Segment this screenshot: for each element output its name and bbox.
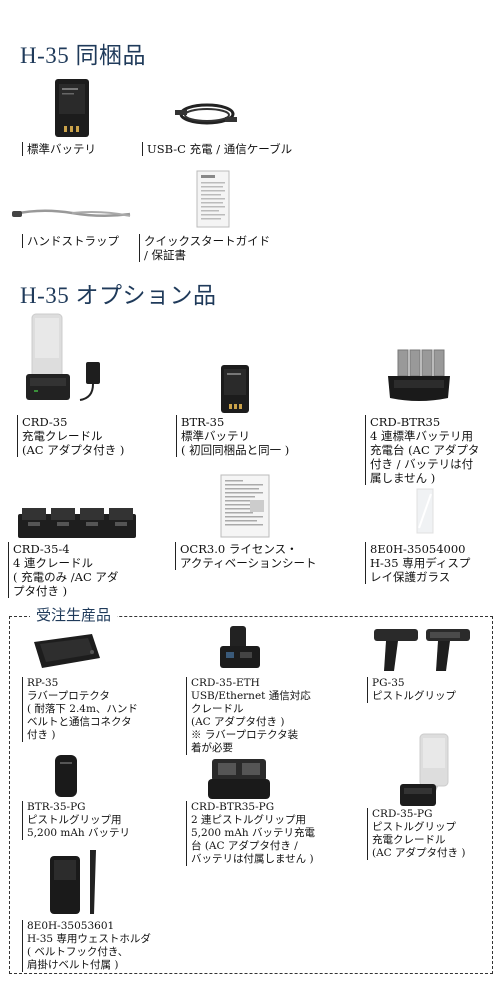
battery-image [54,78,90,138]
option-ocr-label: OCR3.0 ライセンス・ アクティベーションシート [175,542,317,570]
section-title-options: H-35 オプション品 [20,283,217,308]
bundled-strap-label: ハンドストラップ [22,234,119,248]
option-crd-35-4-label: CRD-35-4 4 連クレードル ( 充電のみ /AC アダ プタ付き ) [8,542,118,598]
mto-pg-35-label: PG-35 ピストルグリップ [367,677,456,703]
option-btr-35-label: BTR-35 標準バッテリ ( 初回同梱品と同一 ) [176,415,289,457]
bundled-guide-label: クイックスタートガイド / 保証書 [139,234,270,262]
mto-crd-35-pg-label: CRD-35-PG ピストルグリップ 充電クレードル (AC アダプタ付き ) [367,808,466,860]
quick-start-guide-image [196,170,230,228]
section-title-bundled: H-35 同梱品 [20,43,147,68]
option-crd-35-label: CRD-35 充電クレードル (AC アダプタ付き ) [17,415,124,457]
waist-holder-image [46,848,102,918]
mto-rp-35-label: RP-35 ラバープロテクタ ( 耐落下 2.4m、ハンド ベルトと通信コネクタ… [22,677,138,742]
usb-cable-image [175,96,237,132]
pg-35-image [372,627,472,675]
mto-crd-35-eth-label: CRD-35-ETH USB/Ethernet 通信対応 クレードル (AC ア… [186,677,311,755]
rp-35-image [30,632,102,672]
crd-35-image [24,312,114,406]
crd-btr35-image [386,346,452,406]
mto-waist-holder-label: 8E0H-35053601 H-35 専用ウェストホルダ ( ベルトフック付き、… [22,920,151,972]
option-glass-label: 8E0H-35054000 H-35 専用ディスプ レイ保護ガラス [365,542,470,584]
mto-crd-btr35-pg-label: CRD-BTR35-PG 2 連ピストルグリップ用 5,200 mAh バッテリ… [186,801,315,866]
bundled-battery-label: 標準バッテリ [22,142,96,156]
crd-35-4-image [18,504,136,540]
bundled-usb-label: USB-C 充電 / 通信ケーブル [142,142,292,156]
mto-btr-35-pg-label: BTR-35-PG ピストルグリップ用 5,200 mAh バッテリ [22,801,130,840]
option-crd-btr35-label: CRD-BTR35 4 連標準バッテリ用 充電台 (AC アダプタ 付き / バ… [365,415,479,485]
section-title-made-to-order: 受注生産品 [30,604,118,625]
ocr-sheet-image [220,474,270,538]
hand-strap-image [12,204,134,224]
crd-35-pg-image [398,732,454,808]
made-to-order-box [9,616,493,974]
btr-35-pg-image [54,754,78,798]
protective-glass-image [416,488,434,534]
crd-35-eth-image [216,626,264,670]
btr-35-image [220,364,250,414]
crd-btr35-pg-image [208,757,270,801]
